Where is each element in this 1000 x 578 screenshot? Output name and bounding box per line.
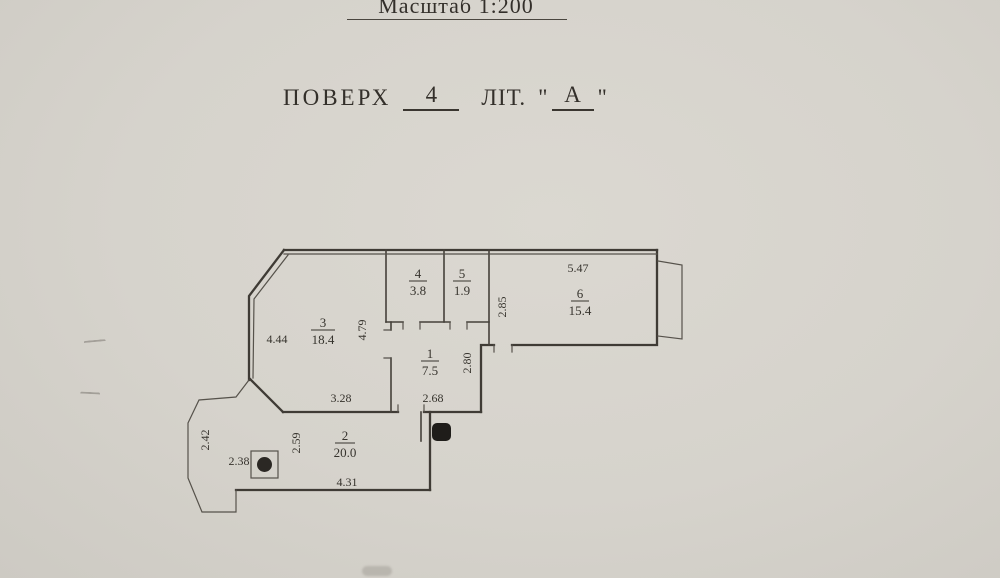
room-1-area: 7.5 — [422, 363, 438, 378]
wall-chamfer-left — [247, 248, 286, 382]
room-4-label: 4 3.8 — [410, 266, 426, 298]
fraction-bars — [311, 280, 589, 444]
dim-room3-bottom: 3.28 — [331, 391, 352, 405]
thin-lines — [187, 253, 683, 513]
floor-title-row: ПОВЕРХ 4 ЛІТ. "А" — [283, 82, 607, 114]
quote-open: " — [538, 85, 548, 110]
room-6-label: 6 15.4 — [569, 286, 592, 318]
room-5-area: 1.9 — [454, 283, 470, 298]
scan-smudge-bottom — [362, 566, 392, 576]
room-1-label: 1 7.5 — [422, 346, 438, 378]
balcony-right-outline — [657, 260, 683, 340]
room-4-area: 3.8 — [410, 283, 426, 298]
dim-hall-height: 2.80 — [460, 353, 474, 374]
door-ticks-hall — [397, 404, 425, 413]
room-labels: 3 18.4 4 3.8 5 1.9 6 15.4 1 7.5 2 20.0 — [312, 266, 592, 460]
room-3-area: 18.4 — [312, 332, 335, 347]
room-2-label: 2 20.0 — [334, 428, 357, 460]
header-rule — [347, 19, 567, 20]
column-outline — [250, 450, 279, 479]
door-ticks-room3 — [383, 329, 392, 359]
column-circle — [257, 457, 272, 472]
letter-label: ЛІТ. — [481, 85, 527, 110]
wall-room3-corner-diagonal — [248, 377, 285, 414]
floor-number: 4 — [403, 82, 460, 111]
dim-room2-bottom: 4.31 — [337, 475, 358, 489]
room-2-area: 20.0 — [334, 445, 357, 460]
letter-value: А — [551, 82, 594, 111]
dimension-labels: 4.44 4.79 3.28 5.47 2.85 2.80 2.68 2.59 … — [198, 261, 589, 489]
dim-room3-height: 4.79 — [355, 320, 369, 341]
dim-room6-width: 5.47 — [568, 261, 589, 275]
room-5-label: 5 1.9 — [454, 266, 470, 298]
dim-hall-bottom: 2.68 — [423, 391, 444, 405]
dim-bay-width: 2.38 — [229, 454, 250, 468]
door-ticks-room6 — [493, 344, 513, 353]
interior-walls — [385, 249, 490, 442]
room-6-area: 15.4 — [569, 303, 592, 318]
room-3-number: 3 — [320, 315, 327, 330]
dim-room3-width: 4.44 — [267, 332, 288, 346]
floor-label: ПОВЕРХ — [283, 85, 392, 110]
room-6-number: 6 — [577, 286, 584, 301]
room-4-number: 4 — [415, 266, 422, 281]
filled-elements — [257, 423, 451, 472]
dim-room6-height: 2.85 — [495, 297, 509, 318]
scale-label: Масштаб 1:200 — [378, 0, 534, 18]
room-1-number: 1 — [427, 346, 434, 361]
door-ticks-rooms45 — [402, 321, 468, 330]
room-2-number: 2 — [342, 428, 349, 443]
room-3-label: 3 18.4 — [312, 315, 335, 347]
quote-close: " — [597, 85, 607, 110]
wall-chamfer-inner-line — [252, 254, 289, 379]
dim-room2-left-height: 2.59 — [289, 433, 303, 454]
room-5-number: 5 — [459, 266, 466, 281]
bay-window-outline — [187, 379, 250, 513]
entry-door-leaf — [432, 423, 451, 441]
dim-bay-height: 2.42 — [198, 430, 212, 451]
